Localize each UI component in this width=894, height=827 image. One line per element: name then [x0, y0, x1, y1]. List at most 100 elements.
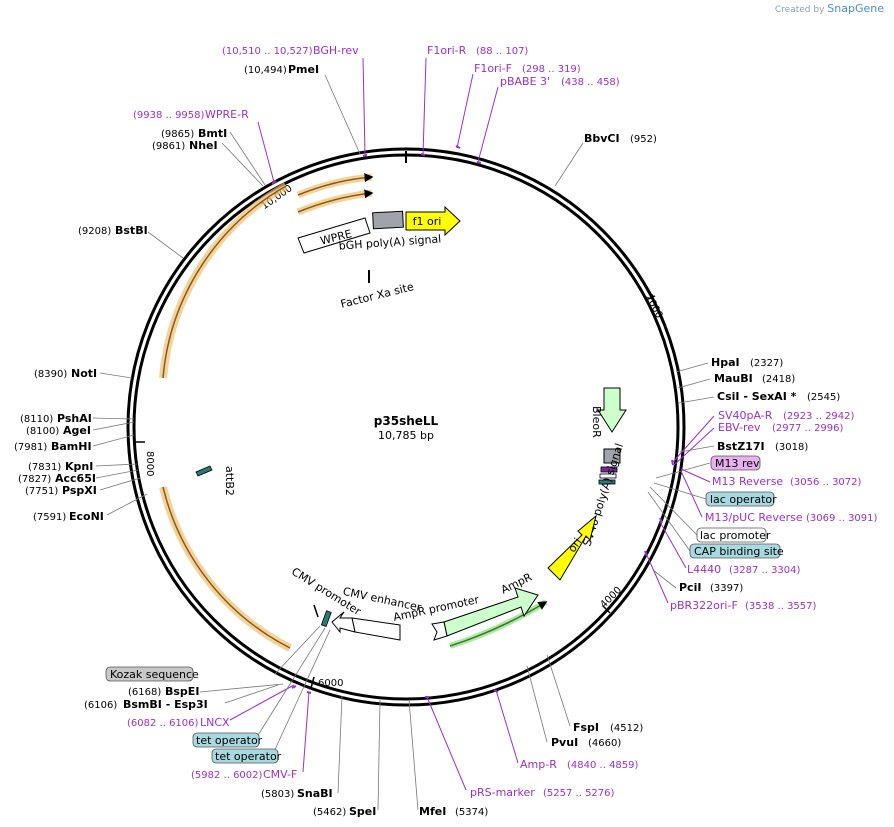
site-name-fspi[interactable]: FspI — [573, 721, 599, 734]
primer-name-pbabe3[interactable]: pBABE 3' — [500, 75, 550, 88]
site-name-bamhi[interactable]: BamHI — [51, 440, 92, 453]
box-lac-operator[interactable] — [705, 491, 775, 507]
box-label-lac-promoter: lac promoter — [700, 529, 771, 542]
site-name-pmei[interactable]: PmeI — [288, 63, 319, 76]
site-pos-nhei: (9861) — [152, 141, 185, 152]
site-leaders — [92, 74, 715, 811]
box-cap-binding-site[interactable] — [689, 543, 781, 559]
box-label-tet-operator-1: tet operator — [196, 734, 263, 747]
site-name-spei[interactable]: SpeI — [349, 805, 376, 818]
site-pos-pvui: (4660) — [588, 738, 621, 749]
primer-name-wpre-r[interactable]: WPRE-R — [205, 108, 249, 121]
site-name-econi[interactable]: EcoNI — [69, 510, 104, 523]
site-name-bbvci[interactable]: BbvCI — [584, 132, 620, 145]
branding-text: Created by — [774, 5, 825, 15]
tick-2000 — [645, 295, 656, 301]
site-name-hpai[interactable]: HpaI — [711, 356, 740, 369]
box-label-kozak-sequence: Kozak sequence — [110, 668, 199, 681]
site-name-noti[interactable]: NotI — [71, 367, 97, 380]
primer-name-m13-puc-reverse[interactable]: M13/pUC Reverse — [705, 511, 803, 524]
site-pos-bmti: (9865) — [161, 129, 194, 140]
feature-ampr-promoter — [431, 621, 448, 641]
feature-tet-op-mark — [320, 610, 332, 628]
site-name-bstbi[interactable]: BstBI — [115, 224, 148, 237]
primer-name-sv40pa-r[interactable]: SV40pA-R — [718, 409, 773, 422]
primer-name-ebv-rev[interactable]: EBV-rev — [718, 421, 761, 434]
site-name-acc65i[interactable]: Acc65I — [55, 472, 96, 485]
site-labels: BbvCI (952) HpaI (2327) MauBI (2418) Csi… — [14, 63, 840, 818]
box-m13-rev[interactable] — [710, 455, 761, 471]
site-name-bspei[interactable]: BspEI — [165, 685, 199, 698]
site-name-maubi[interactable]: MauBI — [714, 372, 753, 385]
primer-name-prs-marker[interactable]: pRS-marker — [470, 786, 535, 799]
primer-range-m13-puc-reverse: (3069 .. 3091) — [806, 513, 878, 524]
site-pos-acc65i: (7827) — [18, 474, 51, 485]
site-pos-spei: (5462) — [313, 807, 346, 818]
primer-name-bgh-rev[interactable]: BGH-rev — [313, 44, 359, 57]
feature-cap-mark — [598, 479, 616, 485]
primer-leaders — [229, 57, 715, 791]
site-pos-pcii: (3397) — [710, 583, 743, 594]
site-name-agei[interactable]: AgeI — [63, 424, 91, 437]
site-pos-bbvci: (952) — [630, 134, 657, 145]
feature-wpre — [297, 217, 371, 254]
primer-name-lncx[interactable]: LNCX — [200, 716, 230, 729]
site-name-bsmbi-esp3i[interactable]: BsmBI - Esp3I — [123, 698, 208, 711]
orf-arc-top-1-line — [297, 173, 374, 196]
site-pos-hpai: (2327) — [750, 358, 783, 369]
site-name-snabi[interactable]: SnaBI — [297, 787, 333, 800]
box-leaders — [254, 462, 711, 757]
site-name-bmti[interactable]: BmtI — [198, 127, 227, 140]
feature-ori — [547, 514, 597, 581]
site-name-pvui[interactable]: PvuI — [551, 736, 578, 749]
primer-range-sv40pa-r: (2923 .. 2942) — [783, 411, 855, 422]
site-name-nhei[interactable]: NheI — [189, 139, 218, 152]
feature-m13-rev-mark — [600, 466, 618, 473]
primer-marks — [271, 145, 674, 698]
feature-sv40-box — [603, 448, 621, 464]
primer-name-pbr322ori-f[interactable]: pBR322ori-F — [670, 599, 738, 612]
site-pos-econi: (7591) — [33, 512, 66, 523]
primer-range-m13-reverse: (3056 .. 3072) — [790, 477, 862, 488]
primer-name-cmv-f[interactable]: CMV-F — [263, 768, 297, 781]
orf-arc-ampr-line — [449, 601, 548, 647]
plasmid-name: p35sheLL — [374, 414, 439, 428]
box-kozak-sequence[interactable] — [105, 666, 194, 682]
site-name-csii-sexai[interactable]: CsiI - SexAI * — [717, 390, 797, 403]
box-lac-promoter[interactable] — [696, 527, 767, 543]
primer-range-l4440: (3287 .. 3304) — [729, 565, 801, 576]
site-pos-bstbi: (9208) — [78, 226, 111, 237]
site-pos-agei: (8100) — [26, 426, 59, 437]
primer-name-l4440[interactable]: L4440 — [687, 563, 721, 576]
box-tet-operator-1[interactable] — [192, 732, 260, 748]
site-pos-maubi: (2418) — [762, 374, 795, 385]
orf-arc-top-2-line — [297, 189, 374, 213]
tick-label-2000: 2000 — [643, 293, 665, 321]
primer-name-amp-r[interactable]: Amp-R — [520, 758, 557, 771]
snapgene-branding: Created by SnapGene — [775, 2, 884, 15]
feature-ampr — [443, 587, 539, 637]
primer-name-m13-reverse[interactable]: M13 Reverse — [712, 475, 783, 488]
site-name-kpni[interactable]: KpnI — [65, 460, 93, 473]
site-name-pcii[interactable]: PciI — [679, 581, 701, 594]
primer-name-f1ori-f[interactable]: F1ori-F — [474, 62, 512, 75]
primer-range-pbr322ori-f: (3538 .. 3557) — [745, 601, 817, 612]
feature-label-factor-xa: Factor Xa site — [339, 280, 415, 311]
site-name-pspxi[interactable]: PspXI — [62, 484, 97, 497]
orf-arc-left-bottom-line — [162, 486, 291, 649]
primer-range-f1ori-r: (88 .. 107) — [476, 46, 528, 57]
primer-range-wpre-r: (9938 .. 9958) — [133, 110, 205, 121]
site-name-bstz17i[interactable]: BstZ17I — [717, 440, 765, 453]
feature-cmv-promoter — [331, 611, 356, 634]
box-label-m13-rev: M13 rev — [715, 457, 760, 470]
primer-range-cmv-f: (5982 .. 6002) — [191, 770, 263, 781]
site-pos-pmei: (10,494) — [244, 65, 287, 76]
feature-bleor — [597, 387, 627, 433]
primer-name-f1ori-r[interactable]: F1ori-R — [427, 44, 467, 57]
orf-arc-left-top-line — [162, 185, 287, 379]
site-name-mfei[interactable]: MfeI — [419, 805, 446, 818]
box-tet-operator-2[interactable] — [211, 748, 279, 764]
tick-6000 — [310, 676, 315, 689]
site-name-pshai[interactable]: PshAI — [57, 412, 92, 425]
